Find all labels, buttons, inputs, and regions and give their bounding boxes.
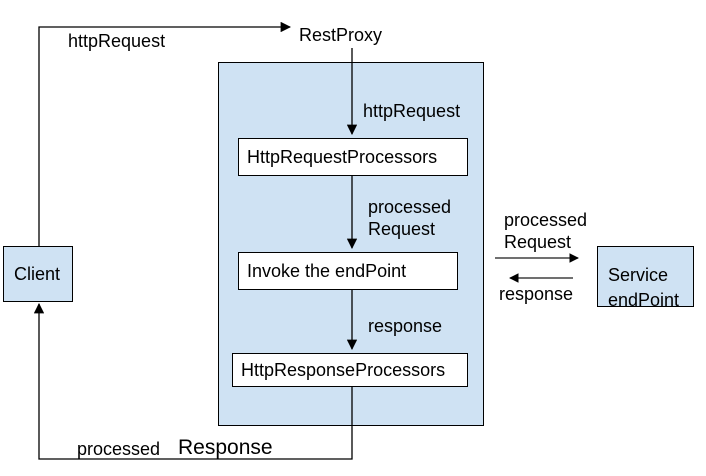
http-request-processors-node: HttpRequestProcessors bbox=[238, 138, 468, 176]
client-node: Client bbox=[3, 246, 73, 302]
arrow-response-processors-to-client bbox=[33, 302, 353, 460]
service-endpoint-label: Service endPoint bbox=[608, 265, 680, 310]
edge-label-processed-bottom: processed bbox=[77, 439, 161, 459]
edge-label-response-right: response bbox=[499, 284, 574, 304]
edge-label-processed-request-right: processed Request bbox=[504, 210, 588, 252]
http-request-processors-label: HttpRequestProcessors bbox=[247, 147, 438, 167]
service-endpoint-node: Service endPoint bbox=[597, 246, 694, 310]
edge-label-httprequest-top: httpRequest bbox=[68, 31, 166, 51]
invoke-endpoint-label: Invoke the endPoint bbox=[247, 261, 407, 281]
edge-label-response-bottom: Response bbox=[178, 436, 273, 459]
edge-label-httprequest-inner: httpRequest bbox=[363, 101, 461, 121]
invoke-endpoint-node: Invoke the endPoint bbox=[238, 252, 458, 290]
arrow-client-to-restproxy bbox=[38, 21, 292, 246]
http-response-processors-node: HttpResponseProcessors bbox=[232, 353, 468, 387]
restproxy-title-label: RestProxy bbox=[299, 25, 383, 45]
edge-label-response-inner: response bbox=[368, 316, 443, 336]
edge-label-processed-request-inner: processed Request bbox=[368, 197, 452, 239]
http-response-processors-label: HttpResponseProcessors bbox=[241, 360, 446, 380]
client-node-label: Client bbox=[14, 264, 61, 284]
